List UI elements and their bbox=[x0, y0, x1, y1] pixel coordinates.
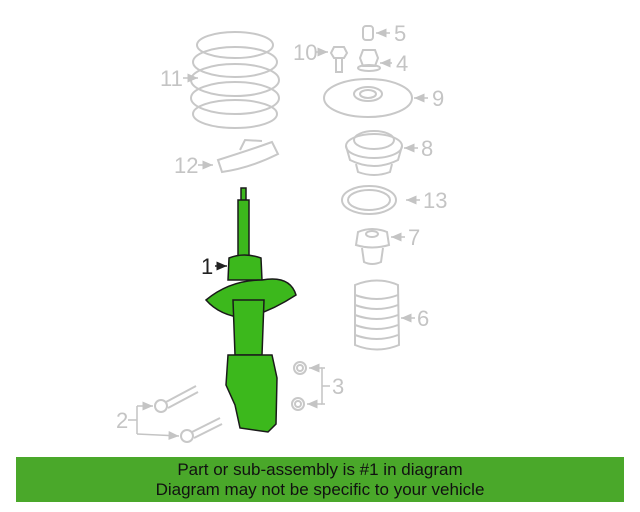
callout-2[interactable]: 2 bbox=[116, 408, 128, 433]
bearing-part[interactable] bbox=[345, 130, 403, 176]
spring-insulator-part[interactable] bbox=[216, 138, 280, 174]
coil-spring-part[interactable] bbox=[190, 31, 280, 129]
banner-line-2: Diagram may not be specific to your vehi… bbox=[155, 479, 485, 499]
info-banner: Part or sub-assembly is #1 in diagram Di… bbox=[16, 457, 624, 502]
callout-4[interactable]: 4 bbox=[396, 51, 408, 76]
callout-11[interactable]: 11 bbox=[160, 66, 183, 91]
callout-5[interactable]: 5 bbox=[394, 21, 406, 46]
callout-10[interactable]: 10 bbox=[293, 40, 317, 65]
strut-assembly-part[interactable] bbox=[204, 187, 297, 433]
dust-boot-part[interactable] bbox=[354, 279, 401, 351]
callout-13[interactable]: 13 bbox=[423, 188, 447, 213]
upper-nut-part[interactable] bbox=[357, 49, 381, 72]
seal-part[interactable] bbox=[341, 185, 397, 215]
lower-bolts-part[interactable] bbox=[154, 385, 223, 443]
callout-6[interactable]: 6 bbox=[417, 306, 429, 331]
callout-7[interactable]: 7 bbox=[408, 225, 420, 250]
banner-line-1: Part or sub-assembly is #1 in diagram bbox=[177, 459, 463, 479]
cap-part[interactable] bbox=[362, 25, 374, 41]
callout-8[interactable]: 8 bbox=[421, 136, 433, 161]
callout-9[interactable]: 9 bbox=[432, 86, 444, 111]
nuts-part[interactable] bbox=[291, 361, 307, 411]
callout-1[interactable]: 1 bbox=[201, 254, 213, 279]
bump-stop-part[interactable] bbox=[354, 228, 391, 265]
callout-3[interactable]: 3 bbox=[332, 374, 344, 399]
bolt-part[interactable] bbox=[329, 46, 349, 73]
parts-diagram: 11 12 10 5 4 9 8 bbox=[116, 21, 447, 443]
upper-mount-part[interactable] bbox=[323, 78, 413, 118]
callout-12[interactable]: 12 bbox=[174, 153, 198, 178]
